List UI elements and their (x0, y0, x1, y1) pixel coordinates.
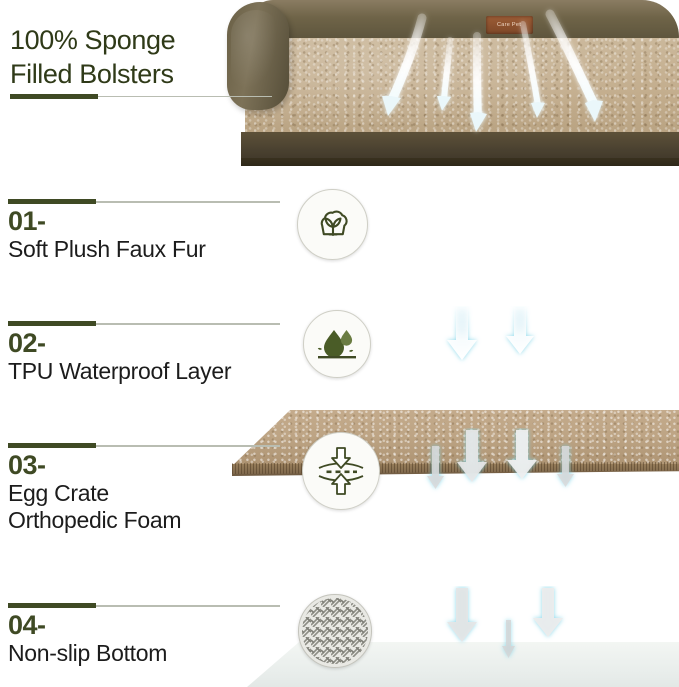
section-bolsters: 100% Sponge Filled Bolsters Care Pet (0, 0, 679, 186)
feature-number-01: 01- (8, 206, 46, 236)
feature-label-04: 04- Non-slip Bottom (8, 602, 280, 667)
feature-label-02: 02- TPU Waterproof Layer (8, 320, 280, 385)
airflow-arrows-top (382, 9, 603, 132)
connector-bar-02 (8, 321, 96, 326)
water-droplet-glyph (317, 330, 356, 359)
section-tpu: 02- TPU Waterproof Layer (0, 308, 679, 687)
sofa-mattress-surface (245, 38, 679, 146)
connector-line-02 (8, 320, 280, 327)
airflow-arrow-group (382, 9, 603, 132)
sofa-base-band (241, 132, 679, 162)
connector-thin-04 (96, 605, 280, 607)
nonslip-airflow-arrows (447, 588, 563, 658)
feature-number-03: 03- (8, 450, 46, 480)
water-droplet-icon (303, 310, 371, 378)
cotton-boll-icon (297, 189, 368, 260)
connector-thin-02 (96, 323, 280, 325)
connector-bar-04 (8, 603, 96, 608)
feature-title-04: Non-slip Bottom (8, 640, 168, 667)
mattress-fur-texture (245, 38, 679, 146)
feature-number-02: 02- (8, 328, 46, 358)
feature-label-01: 01- Soft Plush Faux Fur (8, 198, 280, 263)
sofa-base-shadow (241, 158, 679, 166)
feature-number-04: 04- (8, 610, 46, 640)
headline-block: 100% Sponge Filled Bolsters (10, 24, 272, 101)
connector-line-04 (8, 602, 280, 609)
sofa-bed-photo: Care Pet (205, 0, 679, 180)
headline-rule-bar (10, 93, 98, 99)
pressure-support-glyph (318, 447, 364, 495)
connector-thin-01 (96, 201, 280, 203)
headline-rule (10, 93, 272, 101)
section-faux-fur: 01- Soft Plush Faux Fur (0, 189, 679, 476)
bolster-arm-cushion (227, 2, 289, 110)
connector-bar-03 (8, 443, 96, 448)
connector-line-01 (8, 198, 280, 205)
crosshatch-glyph (302, 598, 368, 664)
feature-title-03: Egg Crate Orthopedic Foam (8, 480, 182, 534)
feature-title-01: Soft Plush Faux Fur (8, 236, 206, 263)
brand-tag-label: Care Pet (497, 22, 522, 28)
section-foam: 03- Egg Crate Orthopedic Foam (0, 430, 679, 580)
section-nonslip: 04- Non-slip Bottom (0, 588, 679, 687)
connector-thin-03 (96, 445, 280, 447)
pressure-support-icon (302, 432, 380, 510)
feature-label-03: 03- Egg Crate Orthopedic Foam (8, 442, 280, 535)
cotton-boll-glyph (320, 210, 348, 236)
tpu-airflow-arrows (447, 308, 534, 360)
page-title: 100% Sponge Filled Bolsters (10, 25, 176, 89)
connector-line-03 (8, 442, 280, 449)
feature-title-02: TPU Waterproof Layer (8, 358, 232, 385)
crosshatch-texture-icon (298, 594, 372, 668)
connector-bar-01 (8, 199, 96, 204)
foam-airflow-arrows (427, 430, 574, 489)
headline-rule-line (98, 95, 272, 97)
